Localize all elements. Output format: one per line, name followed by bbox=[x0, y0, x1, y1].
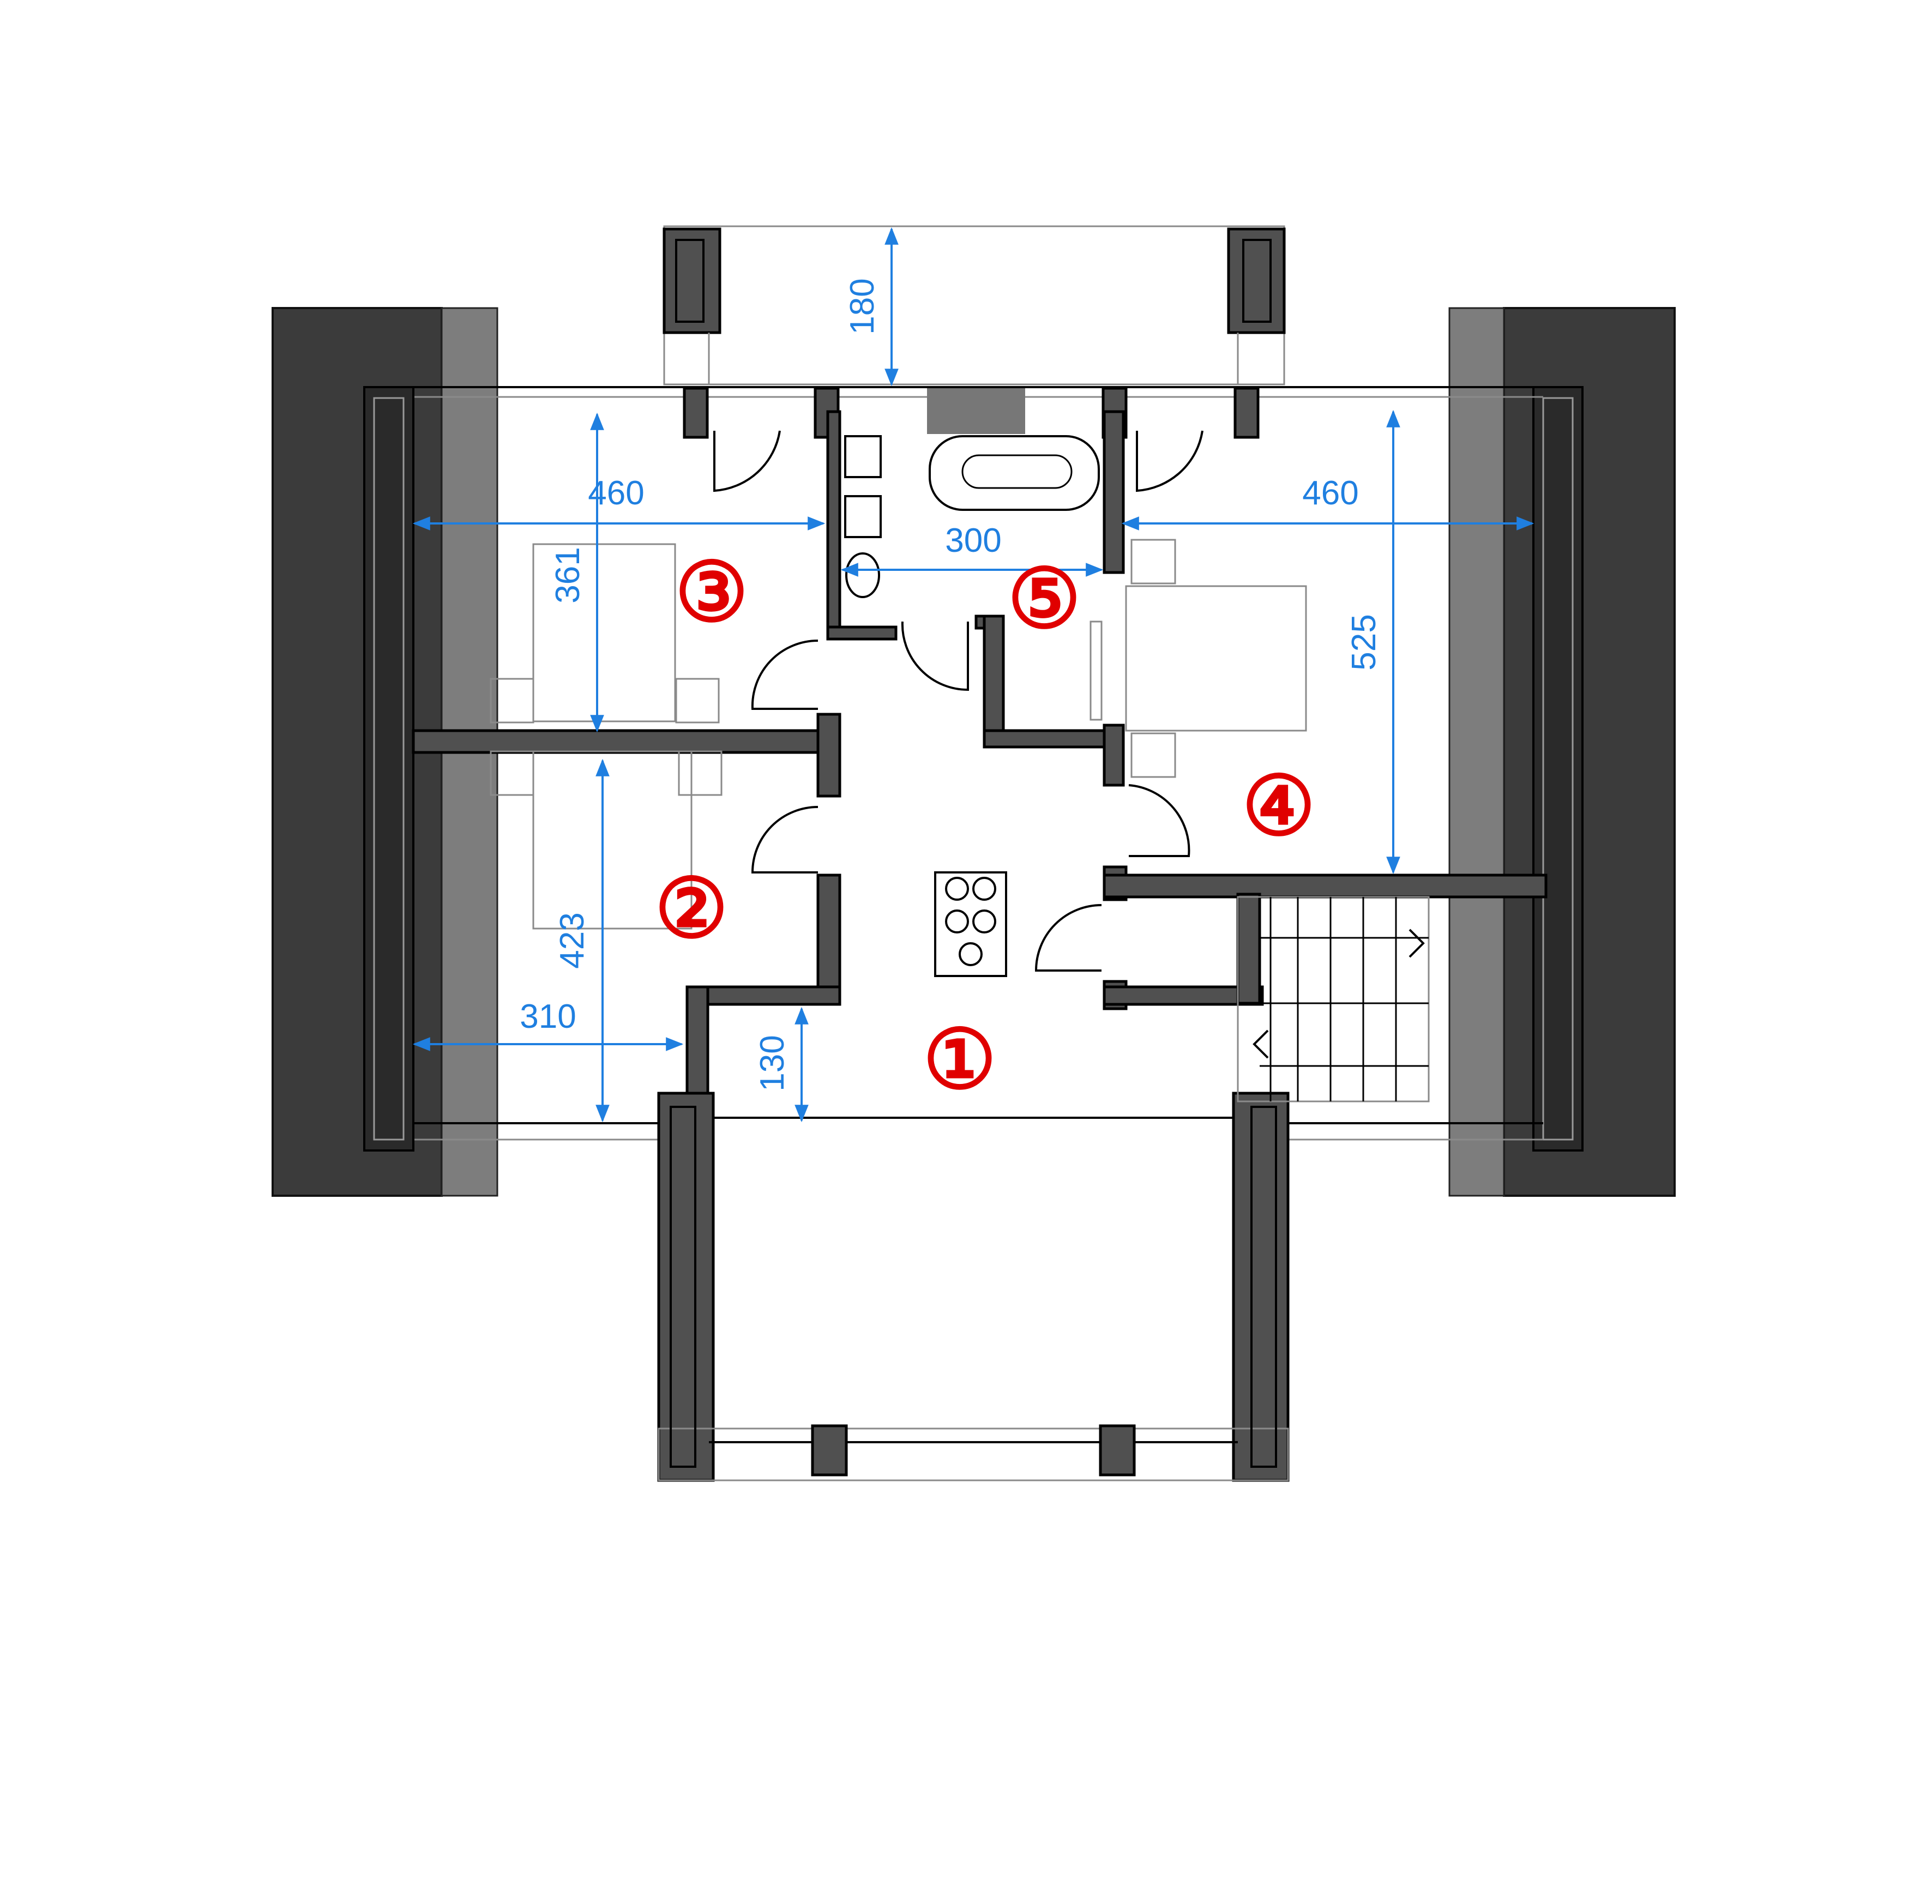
dimension-value: 460 bbox=[588, 474, 644, 512]
dimension-value: 310 bbox=[520, 998, 576, 1035]
room-number: ⑤ bbox=[1008, 551, 1081, 647]
outer-walls bbox=[414, 386, 1543, 1141]
dimension-lines bbox=[412, 227, 1534, 1123]
dimension-value: 423 bbox=[553, 912, 591, 968]
room-numbers: ① ② ③ ④ ⑤ bbox=[655, 544, 1315, 1107]
room-number: ④ bbox=[1242, 758, 1315, 854]
doors bbox=[713, 430, 1203, 972]
roof-right bbox=[1448, 307, 1676, 1197]
dimension-value: 460 bbox=[1302, 474, 1358, 512]
room-number: ② bbox=[655, 860, 728, 956]
dimension-value: 525 bbox=[1345, 614, 1383, 670]
bottom-balcony bbox=[657, 1092, 1290, 1482]
room-number: ① bbox=[923, 1011, 996, 1107]
top-balcony bbox=[663, 225, 1286, 385]
dimension-value: 300 bbox=[945, 522, 1001, 559]
dimension-values: 180 460 460 300 361 525 423 310 130 bbox=[520, 278, 1383, 1091]
dimension-value: 361 bbox=[549, 547, 587, 603]
dimension-value: 180 bbox=[844, 278, 881, 334]
room-number: ③ bbox=[675, 544, 748, 640]
dimension-value: 130 bbox=[754, 1035, 791, 1091]
staircase bbox=[1237, 896, 1430, 1102]
furniture bbox=[490, 435, 1307, 977]
